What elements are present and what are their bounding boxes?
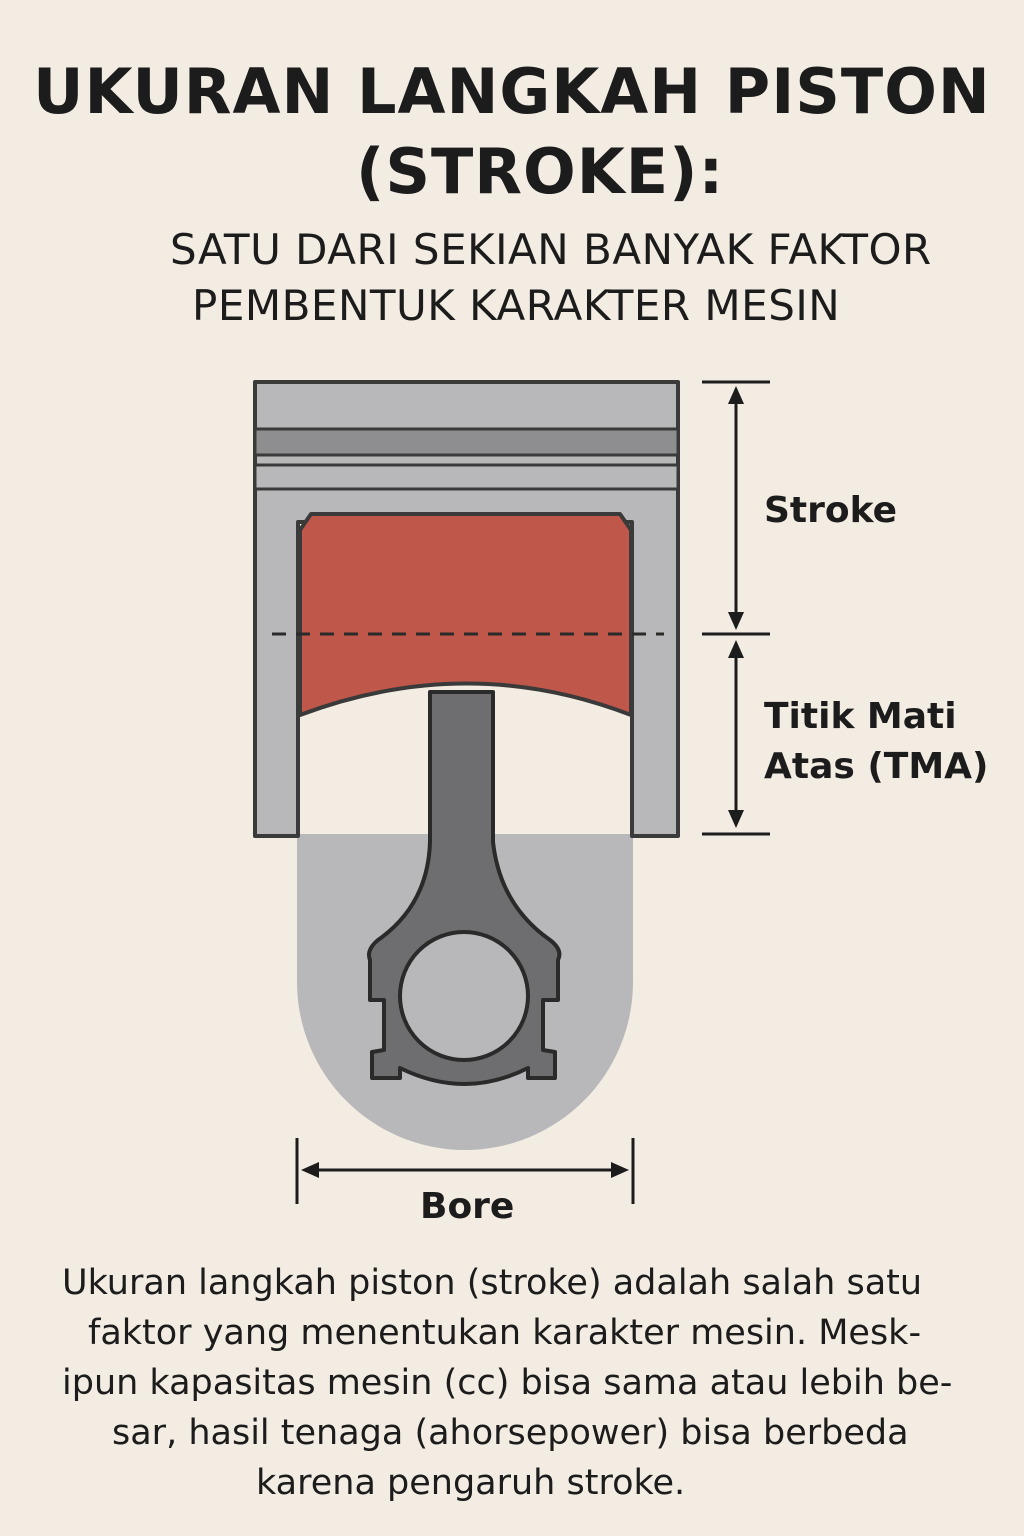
cylinder-block bbox=[253, 380, 680, 838]
page-subtitle-line-2: PEMBENTUK KARAKTER MESIN bbox=[192, 281, 841, 330]
description-line-4: sar, hasil tenaga (ahorsepower) bisa ber… bbox=[112, 1413, 909, 1453]
page-title-line-1: UKURAN LANGKAH PISTON bbox=[33, 55, 991, 128]
piston-head bbox=[298, 512, 633, 717]
page-title: UKURAN LANGKAH PISTON (STROKE): bbox=[0, 52, 1024, 212]
description-line-3: ipun kapasitas mesin (cc) bisa sama atau… bbox=[62, 1363, 953, 1403]
cylinder-band-top bbox=[253, 427, 680, 457]
tma-dimension bbox=[702, 640, 770, 836]
tma-label-line-2: Atas (TMA) bbox=[764, 746, 989, 787]
description-line-1: Ukuran langkah piston (stroke) adalah sa… bbox=[62, 1263, 923, 1303]
tma-label-line-1: Titik Mati bbox=[764, 696, 957, 737]
description-line-5: karena pengaruh stroke. bbox=[256, 1463, 686, 1503]
description-line-2: faktor yang menentukan karakter mesin. M… bbox=[88, 1313, 922, 1353]
stroke-dimension bbox=[702, 380, 770, 636]
page-subtitle-line-1: SATU DARI SEKIAN BANYAK FAKTOR bbox=[170, 225, 932, 274]
bore-label: Bore bbox=[420, 1186, 515, 1227]
tma-label: Titik Mati Atas (TMA) bbox=[764, 692, 988, 792]
description-paragraph: Ukuran langkah piston (stroke) adalah sa… bbox=[0, 1258, 1024, 1508]
cylinder-band-bottom bbox=[253, 463, 680, 491]
stroke-label: Stroke bbox=[764, 490, 898, 531]
crank-bearing-hole bbox=[398, 930, 530, 1062]
page-subtitle: SATU DARI SEKIAN BANYAK FAKTOR PEMBENTUK… bbox=[0, 222, 1024, 334]
bore-dimension bbox=[295, 1138, 635, 1204]
connecting-rod bbox=[367, 690, 562, 1086]
page-title-line-2: (STROKE): bbox=[356, 135, 725, 208]
